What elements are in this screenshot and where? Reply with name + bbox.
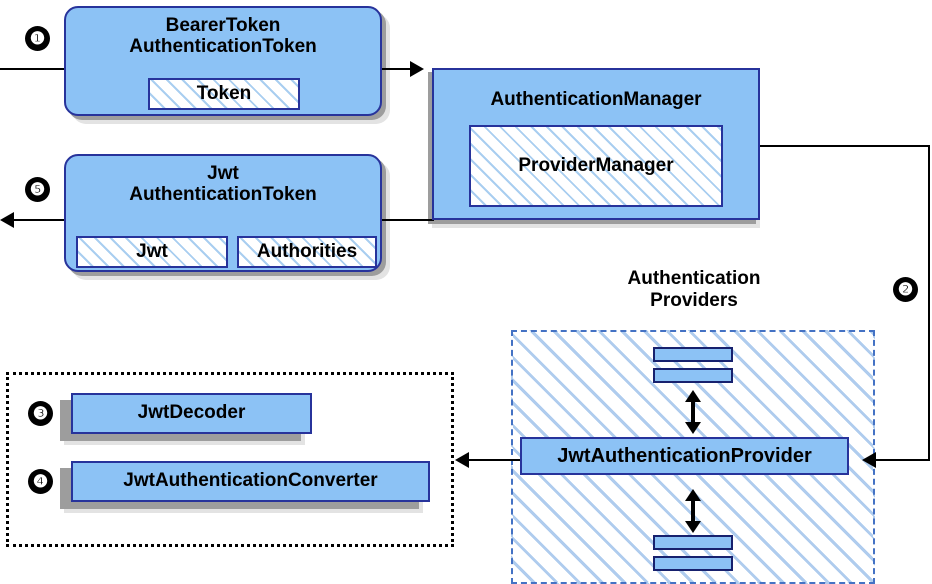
provider-link-bottom-line: [691, 495, 695, 523]
provider-link-top-line: [691, 396, 695, 424]
bearer-token-label-line2: AuthenticationToken: [129, 35, 317, 57]
provider-to-support-line: [469, 459, 521, 461]
response-out-arrowhead: [0, 212, 14, 228]
provider-link-bottom-arrow-up: [685, 489, 701, 501]
manager-to-jwt-token-line: [382, 219, 434, 221]
response-out-line: [14, 219, 70, 221]
jwt-authentication-converter-label: JwtAuthenticationConverter: [123, 470, 378, 492]
manager-to-provider-line-top: [758, 145, 930, 147]
manager-to-provider-arrowhead: [862, 452, 876, 468]
token-hatch-box[interactable]: Token: [148, 78, 300, 110]
provider-to-support-arrowhead: [455, 452, 469, 468]
provider-stub-bar-bottom-2: [653, 556, 733, 571]
support-components-container: [6, 372, 454, 547]
jwt-authentication-converter-node[interactable]: JwtAuthenticationConverter: [71, 461, 430, 502]
provider-link-bottom-arrow-down: [685, 521, 701, 533]
provider-link-top-arrow-up: [685, 390, 701, 402]
jwt-token-label-group: Jwt AuthenticationToken: [129, 163, 317, 206]
badge-step-2: ❷: [893, 277, 918, 302]
manager-to-provider-line-vertical: [928, 145, 930, 461]
bearer-token-label-group: BearerToken AuthenticationToken: [129, 15, 317, 58]
badge-step-3: ❸: [28, 401, 53, 426]
authentication-providers-label: Authentication Providers: [578, 268, 810, 312]
provider-manager-label: ProviderManager: [518, 155, 674, 176]
provider-stub-bar-top-1: [653, 347, 733, 362]
provider-manager-hatch-box[interactable]: ProviderManager: [469, 125, 723, 207]
provider-link-top-arrow-down: [685, 422, 701, 434]
authentication-providers-label-line1: Authentication: [627, 268, 761, 289]
bearer-to-manager-line: [382, 68, 418, 70]
bearer-to-manager-arrowhead: [410, 61, 424, 77]
manager-to-provider-line-bottom: [876, 459, 930, 461]
jwt-decoder-label: JwtDecoder: [137, 402, 246, 424]
badge-step-4: ❹: [28, 469, 53, 494]
authorities-label: Authorities: [256, 241, 358, 262]
badge-step-5: ❺: [25, 177, 50, 202]
jwt-authentication-provider-node[interactable]: JwtAuthenticationProvider: [520, 437, 849, 475]
jwt-authentication-provider-label: JwtAuthenticationProvider: [557, 445, 812, 467]
jwt-token-label-line1: Jwt: [207, 163, 239, 184]
request-in-line: [0, 68, 70, 70]
badge-step-1: ❶: [25, 26, 50, 51]
jwt-decoder-node[interactable]: JwtDecoder: [71, 393, 312, 434]
token-label: Token: [196, 83, 252, 104]
jwt-token-label-line2: AuthenticationToken: [129, 183, 317, 205]
provider-stub-bar-bottom-1: [653, 535, 733, 550]
authentication-providers-label-line2: Providers: [650, 289, 738, 311]
authorities-hatch-box[interactable]: Authorities: [237, 236, 377, 268]
jwt-hatch-box[interactable]: Jwt: [76, 236, 228, 268]
bearer-token-label-line1: BearerToken: [165, 15, 281, 36]
authentication-manager-label: AuthenticationManager: [490, 89, 702, 110]
jwt-label: Jwt: [136, 241, 168, 262]
provider-stub-bar-top-2: [653, 368, 733, 383]
